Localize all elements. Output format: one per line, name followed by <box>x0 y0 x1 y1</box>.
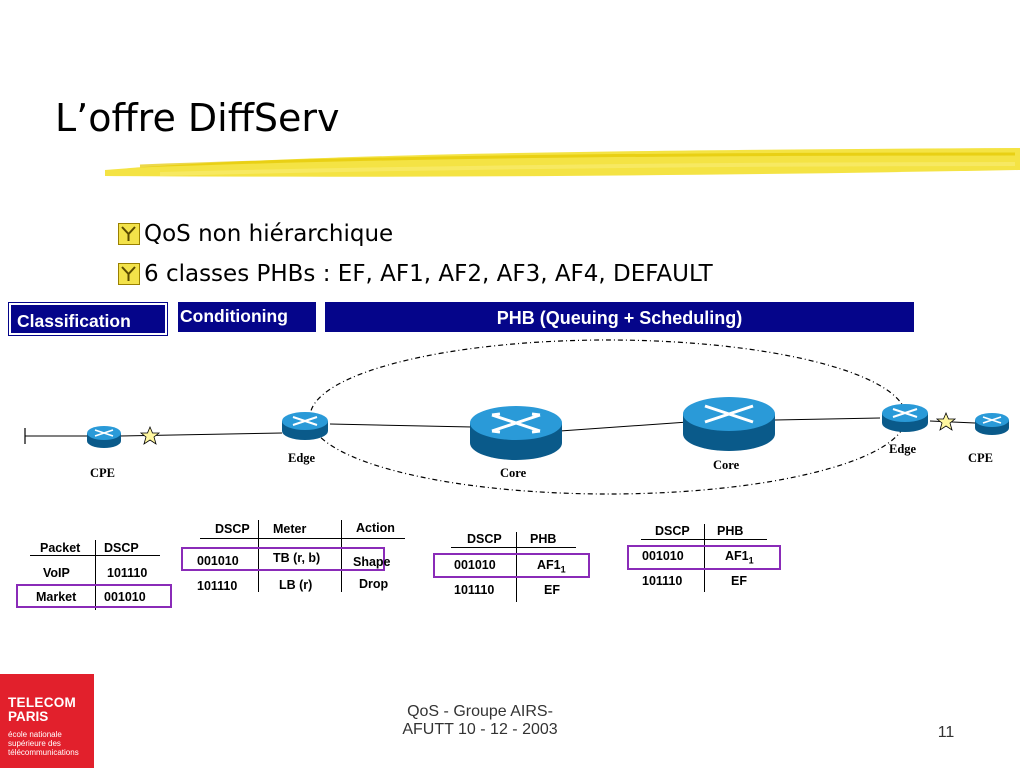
bullet-1: QoS non hiérarchique <box>118 221 393 247</box>
table-cell: TB (r, b) <box>273 551 321 565</box>
footer-line-2: AFUTT 10 - 12 - 2003 <box>402 721 558 738</box>
table-cell: 001010 <box>104 590 146 604</box>
edge-router-left-icon <box>282 412 328 440</box>
table-cell: VoIP <box>43 566 70 580</box>
table-header: Action <box>356 521 395 535</box>
cpe-left-label: CPE <box>90 466 115 480</box>
table-header: DSCP <box>104 541 139 555</box>
table-header: PHB <box>717 524 744 538</box>
edge-router-right-icon <box>882 404 928 432</box>
highlight-row-box <box>181 547 385 571</box>
phb-subscript: 1 <box>748 555 754 566</box>
core-2-label: Core <box>713 458 740 472</box>
highlight-row-box <box>433 553 590 578</box>
phb-value: AF1 <box>725 549 749 563</box>
table-cell: EF <box>731 574 747 588</box>
core-router-1-icon <box>470 406 562 460</box>
telecom-paris-logo: TELECOM PARIS école nationale supérieure… <box>0 674 94 768</box>
core-router-2-icon <box>683 397 775 451</box>
table-cell: 101110 <box>107 566 148 580</box>
cpe-router-left-icon <box>87 426 121 448</box>
table-cell: Drop <box>359 577 389 591</box>
table-cell: 101110 <box>454 583 495 597</box>
checkbox-y-icon <box>118 223 140 245</box>
phb-value: AF1 <box>537 558 561 572</box>
core-domain-ellipse <box>309 339 907 495</box>
table-cell: 001010 <box>197 554 239 568</box>
title-underline-brush <box>105 148 1020 177</box>
slide-title: L’offre DiffServ <box>55 96 340 140</box>
cpe-router-right-icon <box>975 413 1009 435</box>
logo-line: TELECOM <box>8 695 77 710</box>
table-header: DSCP <box>655 524 690 538</box>
table-cell: 101110 <box>197 579 238 593</box>
footer-text: QoS - Groupe AIRS- AFUTT 10 - 12 - 2003 <box>355 703 605 739</box>
phb-band: PHB (Queuing + Scheduling) <box>325 302 914 332</box>
logo-line: télécommunications <box>8 748 79 757</box>
edge-left-label: Edge <box>288 451 316 465</box>
table-cell: Shape <box>353 555 391 569</box>
table-header: DSCP <box>215 522 250 536</box>
logo-line: PARIS <box>8 709 49 724</box>
table-header: Packet <box>40 541 81 555</box>
network-diagram <box>24 339 1009 495</box>
marker-star-icon <box>935 411 957 431</box>
table-cell: 001010 <box>642 549 684 563</box>
table-header: PHB <box>530 532 557 546</box>
bullet-text: QoS non hiérarchique <box>144 221 394 247</box>
logo-line: supérieure des <box>8 739 61 748</box>
table-cell: Market <box>36 590 77 604</box>
highlight-row-box <box>627 545 781 570</box>
table-header: Meter <box>273 522 307 536</box>
table-cell: LB (r) <box>279 578 313 592</box>
table-cell: AF11 <box>725 549 754 566</box>
conditioning-band: Conditioning <box>178 302 316 332</box>
bullet-2: 6 classes PHBs : EF, AF1, AF2, AF3, AF4,… <box>118 261 713 287</box>
table-header: DSCP <box>467 532 502 546</box>
table-cell: 101110 <box>642 574 683 588</box>
edge-right-label: Edge <box>889 442 917 456</box>
checkbox-y-icon <box>118 263 140 285</box>
table-cell: AF11 <box>537 558 566 575</box>
table-cell: 001010 <box>454 558 496 572</box>
table-cell: EF <box>544 583 560 597</box>
highlight-row-box <box>16 584 172 608</box>
bullet-text: 6 classes PHBs : EF, AF1, AF2, AF3, AF4,… <box>144 261 713 287</box>
logo-line: école nationale <box>8 730 62 739</box>
marker-star-icon <box>139 425 161 445</box>
classification-band: Classification <box>8 302 168 336</box>
footer-line-1: QoS - Groupe AIRS- <box>407 703 553 720</box>
core-1-label: Core <box>500 466 527 480</box>
cpe-right-label: CPE <box>968 451 993 465</box>
phb-subscript: 1 <box>560 564 566 575</box>
page-number: 11 <box>937 724 955 741</box>
